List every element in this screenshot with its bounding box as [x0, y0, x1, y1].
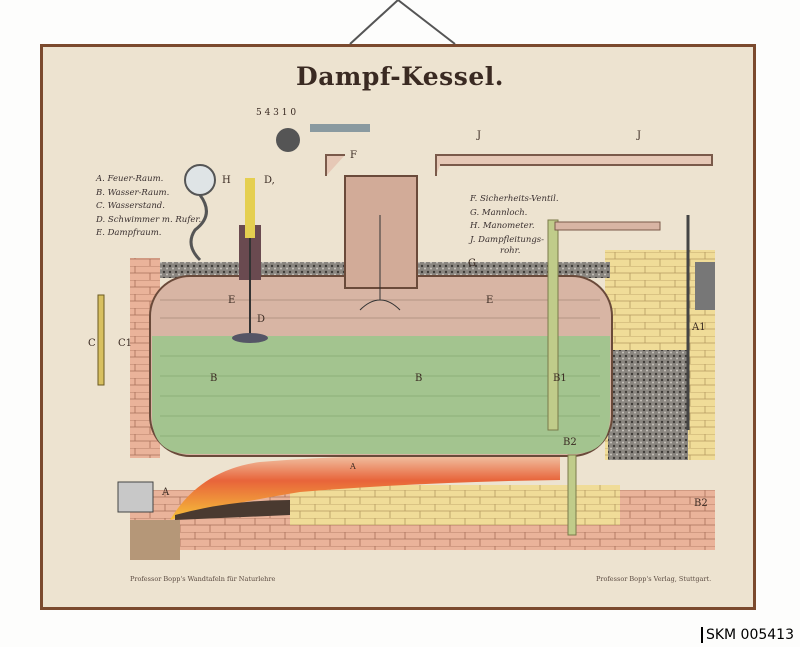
legend-item: rohr.: [500, 246, 521, 256]
legend-item: J. Dampfleitungs-: [470, 234, 544, 245]
legend-right: F. Sicherheits-Ventil. G. Mannloch. H. M…: [470, 193, 559, 256]
legend-item: A. Feuer-Raum.: [96, 174, 164, 184]
page-title: Dampf-Kessel.: [296, 62, 504, 91]
label-B4: B2: [563, 437, 577, 448]
float: [232, 333, 268, 343]
label-J1: J: [477, 130, 482, 141]
legend-item: E. Dampfraum.: [96, 228, 162, 238]
label-A1: A: [162, 487, 170, 498]
label-J2: J: [637, 130, 642, 141]
footer-right: Professor Bopp's Verlag, Stuttgart.: [596, 575, 712, 583]
label-D1: D,: [264, 175, 275, 186]
label-C1: C1: [118, 338, 133, 349]
legend-item: B. Wasser-Raum.: [96, 187, 170, 198]
fire-bridge: [290, 485, 620, 525]
legend-item: F. Sicherheits-Ventil.: [470, 194, 559, 204]
valve-weight: [276, 128, 300, 152]
label-B2: B: [415, 373, 423, 384]
label-A2: A: [350, 462, 356, 471]
feed-pipe: [547, 219, 559, 431]
water-space: [152, 336, 610, 454]
label-G: G: [468, 258, 476, 269]
hanger-wire: [349, 0, 456, 45]
valve-scale: 5 4 3 1 0: [256, 108, 297, 118]
counterweight: [695, 262, 715, 310]
fire: [170, 454, 560, 520]
fire-door: [117, 481, 154, 513]
steam-dome: [344, 175, 418, 289]
float-whistle: [245, 178, 255, 238]
legend-item: H. Manometer.: [470, 221, 535, 231]
label-A3: A1: [692, 322, 706, 333]
legend-item: C. Wasserstand.: [96, 201, 165, 211]
label-E1: E: [228, 295, 236, 306]
legend-left: A. Feuer-Raum. B. Wasser-Raum. C. Wasser…: [96, 173, 201, 241]
right-insulation: [608, 350, 688, 460]
label-B5: B2: [694, 498, 708, 509]
water-level-gauge: [97, 294, 105, 386]
safety-valve-lever: [310, 124, 370, 132]
label-H: H: [222, 175, 231, 186]
footer-left: Professor Bopp's Wandtafeln für Naturleh…: [130, 575, 276, 583]
catalog-stamp: SKM 005413: [700, 627, 794, 643]
label-B1: B: [210, 373, 218, 384]
legend-item: G. Mannloch.: [470, 207, 528, 218]
label-F: F: [350, 150, 357, 161]
label-D: D: [257, 314, 266, 325]
grate-coals: [175, 500, 290, 520]
label-E2: E: [486, 295, 494, 306]
steam-pipe: [325, 154, 713, 176]
label-C: C: [88, 338, 96, 349]
ash-pit: [130, 520, 180, 560]
legend-item: D. Schwimmer m. Rufer.: [96, 214, 202, 225]
label-B3: B1: [553, 373, 567, 384]
